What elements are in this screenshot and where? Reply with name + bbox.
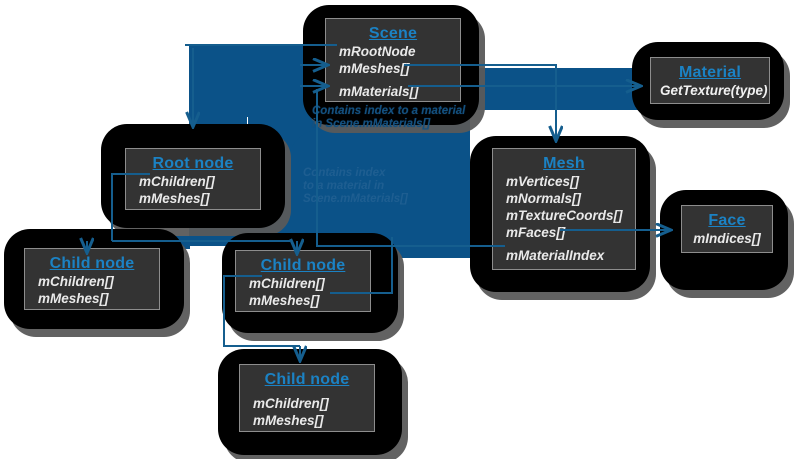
node-face[interactable]: Face mIndices[] bbox=[681, 205, 773, 253]
wire-root-children-stem bbox=[111, 173, 150, 241]
node-child-node-bottom-field-mchildren: mChildren[] bbox=[253, 396, 329, 411]
node-mesh-field-mmaterialindex: mMaterialIndex bbox=[506, 248, 605, 263]
node-material-title: Material bbox=[678, 64, 742, 81]
node-scene-field-mmaterials: mMaterials[] bbox=[339, 84, 419, 99]
wire-child-middle-mmeshes bbox=[330, 237, 393, 294]
node-child-node-left[interactable]: Child node mChildren[] mMeshes[] bbox=[24, 248, 160, 310]
node-child-node-bottom-title: Child node bbox=[264, 371, 350, 388]
node-mesh[interactable]: Mesh mVertices[] mNormals[] mTextureCoor… bbox=[492, 148, 636, 270]
node-mesh-field-mfaces: mFaces[] bbox=[506, 225, 566, 240]
annotation-ghost-line-2: to a material in bbox=[303, 180, 385, 192]
node-face-field-mindices: mIndices[] bbox=[693, 231, 761, 246]
node-root-node-field-mmeshes: mMeshes[] bbox=[139, 191, 210, 206]
node-root-node-field-mchildren: mChildren[] bbox=[139, 174, 215, 189]
node-scene[interactable]: Scene mRootNode mMeshes[] mMaterials[] bbox=[325, 18, 461, 102]
node-child-node-left-title: Child node bbox=[49, 255, 135, 272]
wire-scene-mmeshes-to-mesh bbox=[404, 64, 556, 140]
wire-child-middle-children bbox=[223, 275, 300, 347]
annotation-ghost-line-3: Scene.mMaterials[] bbox=[303, 193, 408, 205]
node-scene-title: Scene bbox=[368, 25, 418, 42]
node-child-node-bottom[interactable]: Child node mChildren[] mMeshes[] bbox=[239, 364, 375, 432]
node-mesh-field-mtexturecoords: mTextureCoords[] bbox=[506, 208, 623, 223]
annotation-ghost: Contains index to a material in Scene.mM… bbox=[303, 167, 408, 206]
node-child-node-middle-field-mchildren: mChildren[] bbox=[249, 276, 325, 291]
node-material[interactable]: Material GetTexture(type) bbox=[650, 57, 770, 104]
node-mesh-field-mnormals: mNormals[] bbox=[506, 191, 582, 206]
node-mesh-field-mvertices: mVertices[] bbox=[506, 174, 580, 189]
node-scene-field-mmeshes: mMeshes[] bbox=[339, 61, 410, 76]
node-scene-field-mrootnode: mRootNode bbox=[339, 44, 416, 59]
node-child-node-middle-title: Child node bbox=[260, 257, 346, 274]
node-root-node-title: Root node bbox=[152, 155, 234, 172]
node-child-node-bottom-field-mmeshes: mMeshes[] bbox=[253, 413, 324, 428]
node-child-node-middle-field-mmeshes: mMeshes[] bbox=[249, 293, 320, 308]
node-material-method-gettexture: GetTexture(type) bbox=[660, 83, 768, 98]
annotation-material-index: Contains index to a material in Scene.mM… bbox=[312, 105, 465, 130]
node-face-title: Face bbox=[708, 212, 746, 229]
annotation-ghost-line-1: Contains index bbox=[303, 167, 386, 179]
node-child-node-left-field-mmeshes: mMeshes[] bbox=[38, 291, 109, 306]
annotation-line-2: in Scene.mMaterials[] bbox=[312, 117, 431, 130]
wire-mesh-mmaterialindex bbox=[316, 89, 505, 247]
node-root-node[interactable]: Root node mChildren[] mMeshes[] bbox=[125, 148, 261, 210]
annotation-line-1: Contains index to a material bbox=[312, 105, 466, 117]
node-child-node-middle[interactable]: Child node mChildren[] mMeshes[] bbox=[235, 250, 371, 312]
node-child-node-left-field-mchildren: mChildren[] bbox=[38, 274, 114, 289]
node-mesh-title: Mesh bbox=[543, 155, 585, 172]
